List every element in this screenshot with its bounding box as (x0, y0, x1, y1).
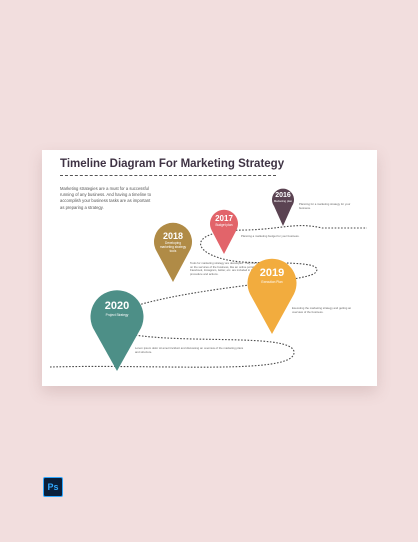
title-divider (60, 175, 276, 176)
pin-2017-year: 2017 (215, 214, 233, 223)
pin-2019-marker-icon (247, 258, 297, 334)
timeline-slide: Timeline Diagram For Marketing Strategy … (42, 150, 377, 386)
pin-2016-marker-icon (272, 188, 294, 226)
pin-2018-marker-icon (154, 222, 192, 282)
pin-2020-year: 2020 (104, 300, 130, 312)
intro-paragraph: Marketing strategies are a must for a su… (60, 186, 152, 210)
pin-2016-year: 2016 (275, 192, 291, 199)
photoshop-file-icon: Ps (43, 477, 63, 497)
desc-2019: Executing the marketing strategy and get… (292, 306, 352, 314)
milestone-pin-2018: 2018 Developing marketing strategy tools (152, 221, 194, 283)
pin-2017-label: Budget plan (215, 223, 233, 227)
pin-2017-marker-icon (210, 209, 238, 254)
pin-2016-label: Marketing plan (273, 199, 293, 203)
milestone-pin-2019: 2019 Execution Plan (245, 255, 299, 335)
pin-2018-label: Developing marketing strategy tools (159, 241, 187, 253)
pin-2020-label: Project Strategy (105, 313, 129, 317)
desc-2018: Tools for marketing strategy are develop… (190, 261, 268, 276)
milestone-pin-2016: 2016 Marketing plan (271, 187, 295, 227)
slide-title: Timeline Diagram For Marketing Strategy (60, 158, 285, 170)
timeline-dotted-path (49, 225, 367, 368)
milestone-pin-2017: 2017 Budget plan (208, 207, 240, 255)
pin-2019-label: Execution Plan (261, 280, 283, 284)
desc-2020: Lorem ipsum dolor sit amet tincidunt and… (135, 346, 244, 354)
desc-2016: Planning for a marketing strategy for yo… (299, 202, 351, 210)
desc-2017: Planning a marketing budget for your bus… (241, 234, 300, 238)
pin-2018-year: 2018 (162, 231, 184, 241)
milestone-pin-2020: 2020 Project Strategy (88, 286, 146, 372)
pin-2020-marker-icon (90, 290, 144, 371)
pin-2019-year: 2019 (259, 267, 285, 279)
